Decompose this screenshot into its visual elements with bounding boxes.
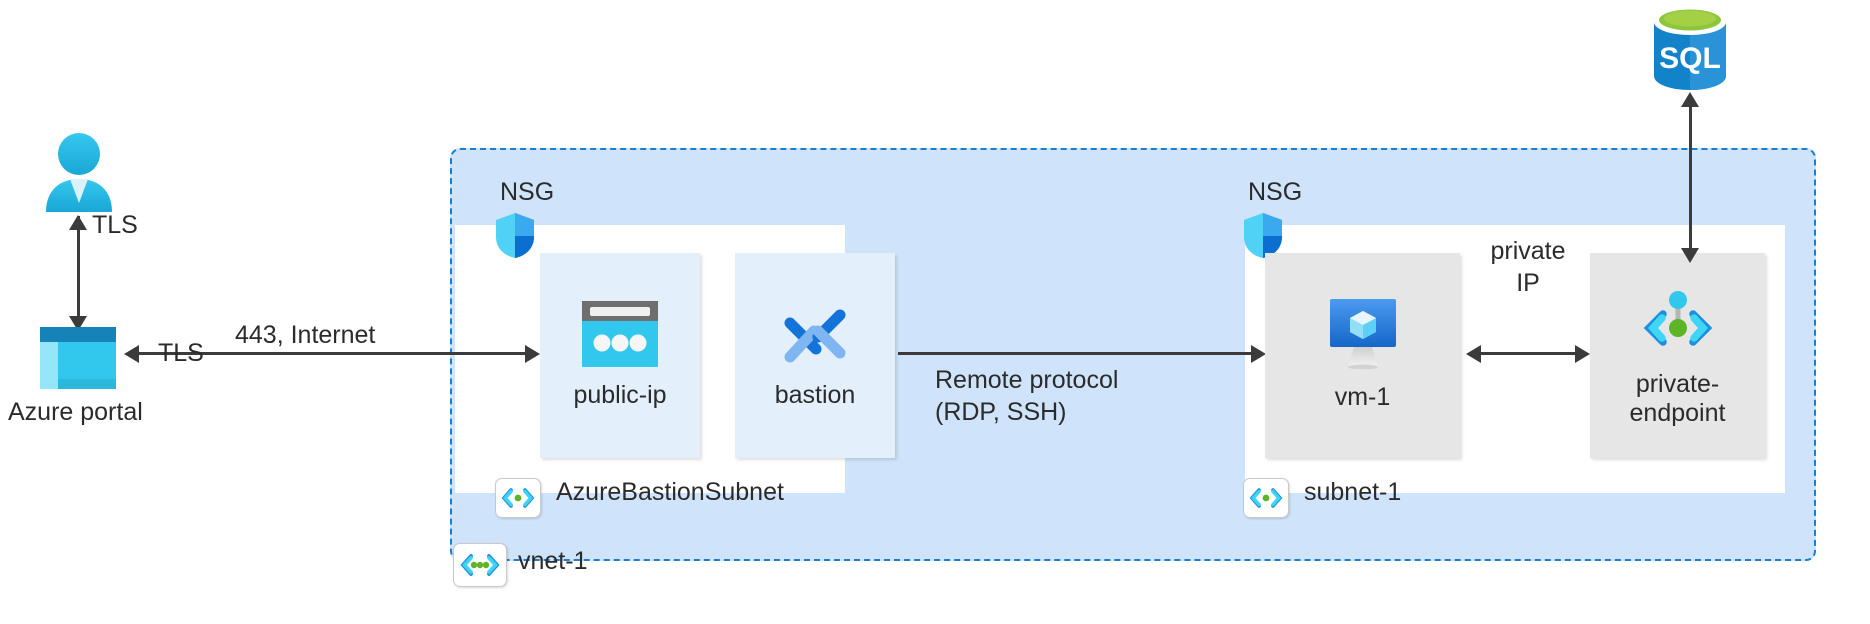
public-ip-icon: [582, 301, 658, 367]
vnet-label: vnet-1: [518, 547, 588, 575]
resource-label-private-endpoint-line1: private-: [1635, 369, 1720, 398]
resource-tile-public-ip[interactable]: public-ip: [540, 253, 700, 458]
portal-inbound-connector: [137, 352, 215, 355]
resource-label-vm-1: vm-1: [1334, 383, 1391, 411]
private-endpoint-icon: [1635, 284, 1721, 356]
resource-label-bastion: bastion: [774, 381, 856, 409]
sql-arrow-up: [1681, 92, 1699, 107]
tls-label-portal: TLS: [158, 339, 204, 367]
resource-tile-vm-1[interactable]: vm-1: [1265, 253, 1460, 458]
internet-connector: [215, 352, 535, 355]
sql-text: SQL: [1659, 42, 1721, 75]
user-portal-arrow-up: [69, 215, 87, 230]
subnet-icon: [495, 478, 541, 518]
vnet-icon: [453, 543, 507, 587]
subnet-icon: [1243, 478, 1289, 518]
user-icon: [40, 132, 118, 212]
nsg-label-subnet1: NSG: [1248, 178, 1303, 206]
resource-label-public-ip: public-ip: [573, 381, 667, 409]
azure-portal-label: Azure portal: [8, 398, 143, 426]
private-ip-connector: [1478, 352, 1578, 355]
remote-protocol-connector: [898, 352, 1261, 355]
private-ip-arrow-right: [1575, 345, 1590, 363]
virtual-machine-icon: [1324, 299, 1402, 369]
sql-arrow-down: [1681, 248, 1699, 263]
shield-icon: [1243, 212, 1283, 259]
internet-arrow: [525, 345, 540, 363]
resource-label-private-endpoint-line2: endpoint: [1629, 398, 1726, 427]
nsg-label-bastion: NSG: [500, 178, 555, 206]
private-ip-arrow-left: [1466, 345, 1481, 363]
bastion-icon: [780, 301, 850, 367]
remote-protocol-label-line1: Remote protocol: [935, 366, 1119, 394]
tls-label-user: TLS: [92, 211, 138, 239]
remote-protocol-arrow: [1251, 345, 1266, 363]
portal-inbound-arrow: [124, 345, 139, 363]
subnet-label-azurebastionsubnet: AzureBastionSubnet: [556, 478, 784, 506]
resource-tile-bastion[interactable]: bastion: [735, 253, 895, 458]
subnet-label-subnet-1: subnet-1: [1304, 478, 1402, 506]
sql-connector: [1689, 103, 1692, 258]
shield-icon: [495, 212, 535, 259]
user-portal-connector: [77, 216, 80, 328]
azure-portal-icon: [40, 327, 116, 389]
sql-database-icon: SQL: [1652, 8, 1728, 90]
remote-protocol-label-line2: (RDP, SSH): [935, 398, 1067, 426]
private-ip-label-line2: IP: [1516, 269, 1540, 297]
resource-tile-private-endpoint[interactable]: private- endpoint: [1590, 253, 1765, 458]
internet-label: 443, Internet: [235, 321, 376, 349]
private-ip-label-line1: private: [1490, 237, 1566, 265]
